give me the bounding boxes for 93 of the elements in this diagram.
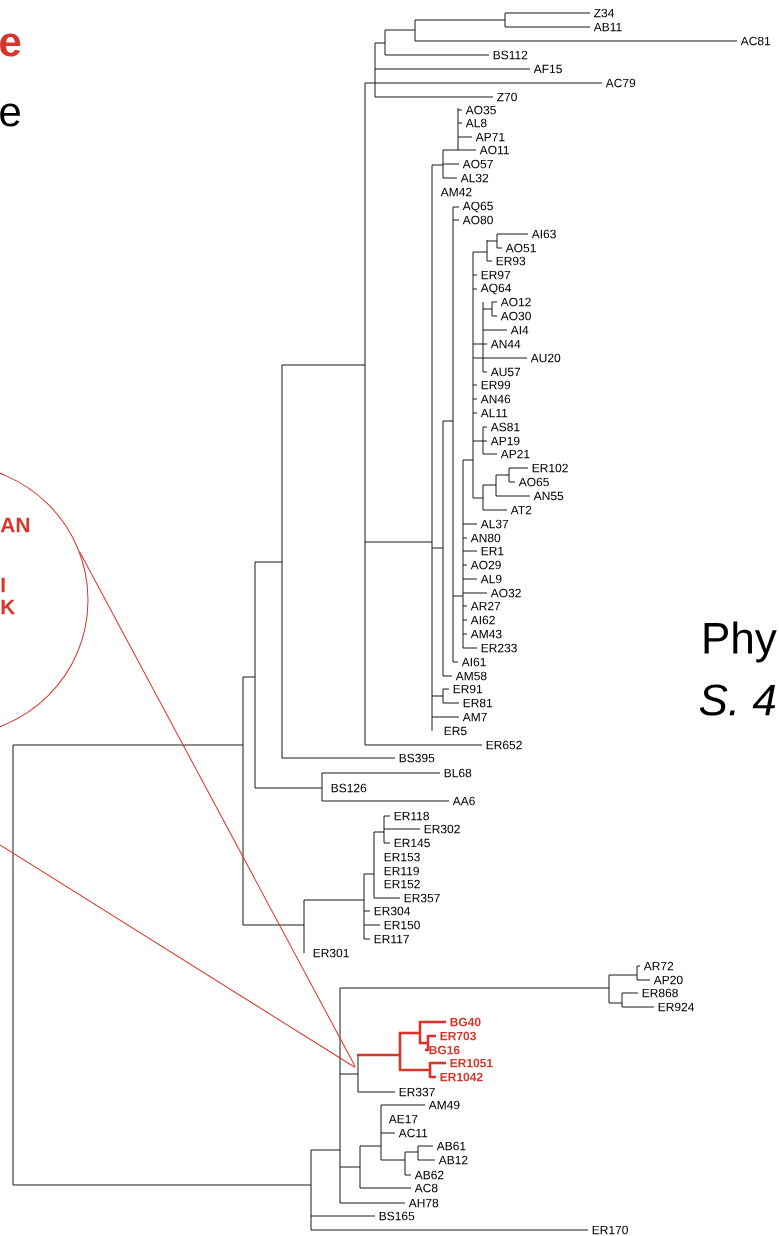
- heading-fragment: e: [0, 33, 21, 57]
- taxon-label: AO32: [490, 588, 521, 598]
- heading-fragment: Phy: [704, 621, 777, 663]
- taxon-label: BG16: [429, 1045, 460, 1055]
- taxon-label: ER119: [384, 866, 419, 876]
- taxon-label: ER170: [592, 1225, 628, 1235]
- taxon-label: AM42: [440, 187, 472, 197]
- taxon-label: AQ64: [480, 283, 512, 295]
- taxon-label: ER868: [642, 988, 678, 998]
- taxon-label: AO11: [479, 145, 509, 155]
- taxon-label: BS395: [399, 753, 435, 763]
- taxon-label: ER703: [440, 1031, 476, 1041]
- taxon-label: ER5: [444, 726, 467, 736]
- taxon-label: ER91: [453, 684, 483, 694]
- heading-fragment: e: [0, 103, 20, 127]
- taxon-label: AL9: [480, 574, 502, 584]
- taxon-label: AR27: [470, 601, 501, 611]
- taxon-label: AA6: [452, 796, 475, 806]
- taxon-label: Z34: [594, 8, 615, 18]
- taxon-label: AR72: [643, 961, 674, 971]
- taxon-label: AO65: [518, 477, 549, 487]
- taxon-label: ER233: [481, 643, 517, 653]
- taxon-label: AB61: [436, 1141, 466, 1151]
- taxon-label: ER1042: [440, 1072, 483, 1082]
- taxon-label: ER152: [384, 879, 420, 889]
- taxon-label: ER81: [463, 698, 493, 708]
- taxon-label: ER357: [404, 893, 440, 903]
- taxon-label: AI63: [531, 229, 556, 239]
- taxon-label: BS112: [493, 50, 528, 60]
- taxon-label: ER102: [532, 463, 568, 473]
- taxon-label: AM58: [455, 671, 487, 681]
- taxon-label: AM7: [462, 712, 487, 722]
- taxon-label: AN46: [480, 394, 511, 404]
- taxon-label: AB11: [593, 22, 622, 32]
- taxon-label: BG40: [450, 1017, 481, 1027]
- taxon-label: AI62: [470, 615, 495, 625]
- taxon-label: ER153: [384, 852, 420, 862]
- taxon-label: AO51: [505, 243, 536, 253]
- taxon-label: AC11: [398, 1128, 428, 1138]
- taxon-label: ER1: [481, 546, 504, 556]
- taxon-label: AP21: [500, 449, 530, 459]
- leader-line: [0, 844, 356, 1068]
- taxon-label: ER118: [394, 811, 429, 821]
- taxon-label: AU57: [490, 367, 521, 377]
- taxon-label: AL37: [480, 519, 509, 529]
- taxon-label: BS126: [331, 783, 367, 793]
- taxon-label: ER97: [481, 270, 511, 280]
- taxon-label: AI4: [510, 325, 529, 335]
- taxon-label: AC8: [414, 1183, 438, 1193]
- taxon-label: BL68: [444, 768, 472, 778]
- taxon-label: ER301: [313, 948, 349, 958]
- taxon-label: AC81: [740, 36, 771, 46]
- taxon-label: AO57: [462, 159, 493, 169]
- taxon-label: ER924: [658, 1002, 695, 1012]
- taxon-label: AO80: [462, 215, 493, 225]
- taxon-label: AB62: [414, 1170, 444, 1180]
- taxon-label: ER150: [384, 920, 420, 930]
- taxon-label: AP20: [653, 975, 683, 985]
- taxon-label: AO29: [470, 560, 501, 570]
- taxon-label: AL8: [465, 118, 487, 128]
- taxon-label: AO35: [465, 105, 496, 115]
- taxon-label: AN80: [470, 533, 501, 543]
- taxon-label: ER99: [481, 380, 511, 390]
- taxon-label: AM43: [470, 629, 502, 639]
- taxon-label: ER93: [496, 256, 526, 266]
- taxon-label: AQ65: [462, 201, 493, 213]
- taxon-label: ER145: [394, 838, 430, 848]
- taxon-label: AL32: [460, 173, 489, 183]
- taxon-label: ER652: [486, 740, 522, 750]
- taxon-label: AN44: [490, 339, 521, 349]
- taxon-label: Z70: [497, 92, 517, 102]
- taxon-label: AS81: [490, 422, 520, 432]
- taxon-label: AO12: [500, 297, 531, 307]
- heading-fragment: S. 4: [699, 684, 776, 716]
- taxon-label: ER117: [374, 934, 409, 944]
- taxon-label: AP71: [475, 132, 505, 142]
- taxon-label: AL11: [480, 408, 508, 418]
- taxon-label: AM49: [428, 1100, 460, 1110]
- taxon-label: AH78: [408, 1198, 439, 1208]
- taxon-label: AP19: [490, 436, 520, 446]
- taxon-label: AE17: [388, 1114, 418, 1124]
- taxon-label: AN55: [533, 491, 564, 501]
- taxon-label: ER302: [424, 824, 460, 834]
- taxon-label: AB12: [438, 1155, 468, 1165]
- taxon-label: AT2: [510, 505, 532, 515]
- taxon-label: AO30: [500, 311, 531, 321]
- taxon-label: BS165: [379, 1211, 415, 1221]
- taxon-label: ER304: [374, 906, 411, 916]
- taxon-label: AU20: [530, 353, 561, 363]
- leader-line: [79, 550, 356, 1068]
- taxon-label: AF15: [533, 64, 562, 74]
- taxon-label: AC79: [605, 78, 636, 88]
- taxon-label: AI61: [461, 657, 486, 667]
